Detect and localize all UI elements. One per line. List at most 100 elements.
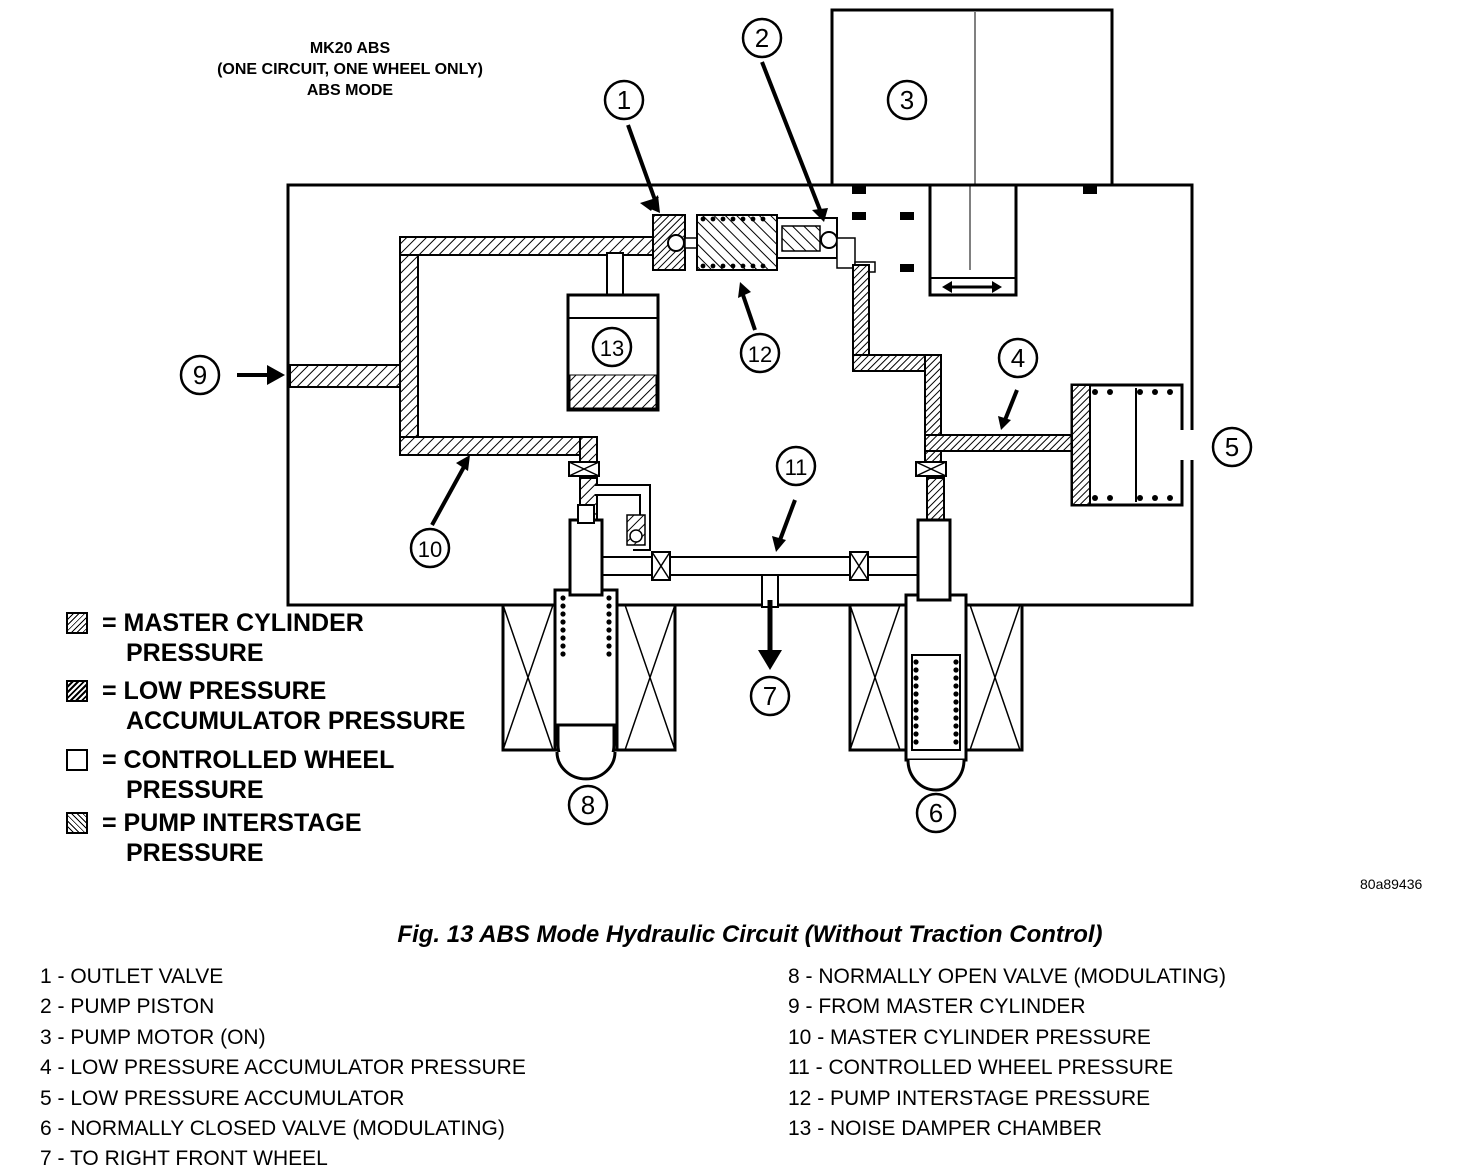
list-item: 7 - TO RIGHT FRONT WHEEL [40, 1147, 328, 1171]
spring-dot [913, 707, 919, 713]
spring-dot [730, 263, 736, 269]
figure-id: 80a89436 [1360, 876, 1423, 892]
spring-dot [720, 216, 726, 222]
callout-number: 13 [600, 336, 624, 361]
spring-dot [606, 595, 612, 601]
callout-number: 3 [900, 85, 914, 115]
callout-number: 12 [748, 342, 772, 367]
spring-dot [760, 263, 766, 269]
spring-dot [953, 739, 959, 745]
spring-dot [606, 627, 612, 633]
callout-number: 8 [581, 790, 595, 820]
inlet-passage [289, 364, 406, 388]
spring-dot [913, 667, 919, 673]
spring-dot [730, 216, 736, 222]
spring-dot [750, 263, 756, 269]
header-line-3: ABS MODE [306, 82, 394, 99]
spring-dot [1092, 389, 1098, 395]
callout-3: 3 [886, 79, 928, 121]
callout-11: 11 [775, 445, 817, 487]
spring-dot [1167, 389, 1173, 395]
callout-number: 2 [755, 23, 769, 53]
spring-dot [1092, 495, 1098, 501]
spring-dot [913, 731, 919, 737]
legend-label: = CONTROLLED WHEEL [102, 746, 395, 774]
list-item: 6 - NORMALLY CLOSED VALVE (MODULATING) [40, 1117, 505, 1141]
spring-dot [913, 683, 919, 689]
spring-dot [953, 731, 959, 737]
spring-dot [710, 263, 716, 269]
spring-dot [1137, 495, 1143, 501]
header-line-2: (ONE CIRCUIT, ONE WHEEL ONLY) [217, 61, 483, 78]
callout-5: 5 [1211, 426, 1253, 468]
callout-number: 10 [418, 537, 442, 562]
spring-dot [1107, 389, 1113, 395]
spring-dot [700, 216, 706, 222]
list-item: 5 - LOW PRESSURE ACCUMULATOR [40, 1086, 405, 1110]
header-line-1: MK20 ABS [309, 40, 391, 57]
list-item: 4 - LOW PRESSURE ACCUMULATOR PRESSURE [40, 1056, 526, 1080]
callout-13: 13 [591, 326, 633, 368]
pump-piston [781, 225, 821, 252]
list-item: 11 - CONTROLLED WHEEL PRESSURE [788, 1056, 1174, 1080]
spring-dot [953, 715, 959, 721]
list-item: 1 - OUTLET VALVE [40, 965, 224, 988]
legend-label-line2: PRESSURE [126, 639, 264, 667]
callout-number: 4 [1011, 343, 1025, 373]
callout-9: 9 [179, 354, 221, 396]
spring-dot [953, 699, 959, 705]
legend-label-line2: PRESSURE [126, 839, 264, 867]
spring-dot [1152, 389, 1158, 395]
spring-dot [606, 611, 612, 617]
spring-dot [913, 675, 919, 681]
parts-list-right: 8 - NORMALLY OPEN VALVE (MODULATING) 9 -… [788, 962, 1226, 1144]
callout-10: 10 [409, 527, 451, 569]
spring-dot [606, 651, 612, 657]
pump-motor-shaft-housing [928, 183, 1018, 297]
leader-2 [760, 61, 822, 211]
callout-6: 6 [915, 792, 957, 834]
callout-number: 1 [617, 85, 631, 115]
spring-dot [913, 659, 919, 665]
blank-swatch [66, 749, 88, 771]
leader-4 [1003, 389, 1019, 421]
spring-dot [953, 659, 959, 665]
spring-dot [710, 216, 716, 222]
diagram-header: MK20 ABS (ONE CIRCUIT, ONE WHEEL ONLY) A… [180, 38, 520, 101]
spring-dot [760, 216, 766, 222]
spring-dot [720, 263, 726, 269]
spring-dot [560, 635, 566, 641]
parts-list-left: 1 - OUTLET VALVE 2 - PUMP PISTON 3 - PUM… [40, 962, 526, 1175]
mc-bottom-passage [399, 436, 598, 456]
leader-1 [626, 124, 657, 201]
spring-dot [913, 715, 919, 721]
callout-number: 9 [193, 360, 207, 390]
figure-caption: Fig. 13 ABS Mode Hydraulic Circuit (With… [397, 921, 1103, 948]
spring-dot [953, 675, 959, 681]
spring-dot [750, 216, 756, 222]
list-item: 3 - PUMP MOTOR (ON) [40, 1025, 266, 1049]
master-cylinder-hatch-swatch [66, 612, 88, 634]
leader-12 [741, 294, 757, 331]
list-item: 10 - MASTER CYLINDER PRESSURE [788, 1025, 1151, 1049]
legend-label: = LOW PRESSURE [102, 677, 327, 705]
callout-4: 4 [997, 337, 1039, 379]
callout-number: 7 [763, 681, 777, 711]
spring-dot [560, 619, 566, 625]
spring-dot [606, 643, 612, 649]
mc-vertical-passage [399, 236, 419, 456]
spring-dot [560, 627, 566, 633]
legend-label-line2: PRESSURE [126, 776, 264, 804]
list-item: 2 - PUMP PISTON [40, 995, 215, 1019]
spring-dot [953, 691, 959, 697]
spring-dot [1152, 495, 1158, 501]
spring-dot [560, 595, 566, 601]
spring-dot [560, 611, 566, 617]
list-item: 12 - PUMP INTERSTAGE PRESSURE [788, 1086, 1151, 1110]
spring-dot [606, 603, 612, 609]
spring-dot [913, 699, 919, 705]
spring-dot [1167, 495, 1173, 501]
leader-10 [430, 464, 467, 526]
callout-8: 8 [567, 784, 609, 826]
list-item: 9 - FROM MASTER CYLINDER [788, 995, 1086, 1019]
